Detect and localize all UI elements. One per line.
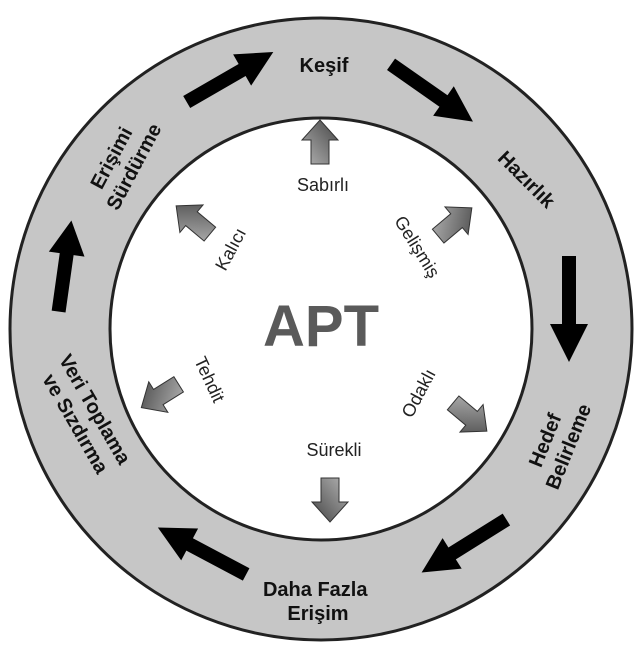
small-arrow-odakli [446, 395, 488, 433]
center-label: APT [263, 294, 379, 359]
inner-circle [108, 116, 534, 542]
cycle-arrow-hedef-to-daha [421, 513, 511, 573]
small-arrow-kalici [175, 204, 217, 242]
small-arrows [140, 119, 488, 523]
cycle-arrows [48, 52, 588, 581]
small-arrow-tehdit [140, 376, 185, 414]
cycle-arrow-daha-to-veri [157, 527, 250, 581]
small-arrow-sabirli [300, 119, 340, 165]
attr-sabirli: Sabırlı [297, 175, 349, 195]
small-arrow-gelismis [431, 206, 473, 244]
attr-surekli: Sürekli [306, 440, 361, 460]
phase-kesif: Keşif [300, 55, 349, 77]
cycle-arrow-kesif-to-hazirlik [387, 58, 473, 122]
cycle-arrow-hazirlik-to-hedef [550, 256, 588, 362]
phase-daha: Daha Fazla Erişim [263, 579, 373, 625]
cycle-arrow-erisimi-to-kesif [183, 52, 274, 109]
cycle-arrow-veri-to-erisimi [48, 220, 85, 313]
small-arrow-surekli [310, 477, 350, 523]
